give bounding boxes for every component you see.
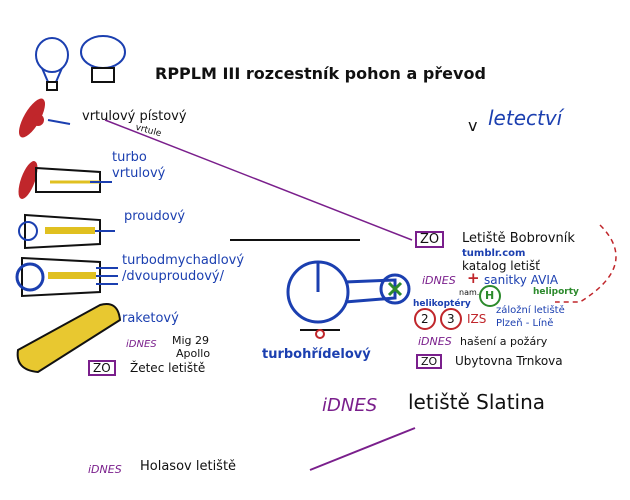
turbojet-icon bbox=[18, 213, 115, 250]
ubytovna-label: Ubytovna Trnkova bbox=[455, 354, 563, 368]
piston-propeller-icon bbox=[19, 98, 71, 138]
katalog-label: katalog letišť bbox=[462, 259, 540, 273]
slatina-label: letiště Slatina bbox=[408, 390, 546, 414]
izs-label: IZS bbox=[467, 312, 487, 326]
plzen-line-label: Plzeň - Líně bbox=[496, 318, 554, 329]
heliport-circle bbox=[479, 285, 501, 307]
izs-number-2: 2 bbox=[421, 312, 429, 326]
sanitky-label: sanitky AVIA bbox=[484, 273, 559, 287]
page-title: RPPLM III rozcestník pohon a převod bbox=[155, 64, 486, 83]
izs-circle-2 bbox=[414, 308, 436, 330]
rocket-note-mig: Mig 29 bbox=[172, 334, 210, 347]
engine-turbofan-label: turbodmychadlový /dvouproudový/ bbox=[122, 253, 245, 284]
holasov-label: Holasov letiště bbox=[140, 459, 237, 474]
helicopter-icon bbox=[230, 239, 411, 339]
rocket-source[interactable]: iDNES bbox=[126, 339, 157, 350]
zetec-badge[interactable]: ZO bbox=[88, 360, 116, 376]
turboprop-icon bbox=[18, 161, 112, 199]
title-accent: letectví bbox=[488, 106, 563, 130]
arrow-vrtule-to-bobrovnik bbox=[104, 119, 413, 241]
arrow-to-slatina bbox=[309, 427, 416, 471]
ubytovna-badge[interactable]: ZO bbox=[416, 354, 443, 369]
airship-icon bbox=[80, 35, 126, 83]
title-suffix: v bbox=[468, 116, 478, 135]
bobrovnik-badge[interactable]: ZO bbox=[415, 231, 445, 248]
dashed-arrow-heliporty bbox=[555, 224, 617, 303]
bobrovnik-label: Letiště Bobrovník bbox=[462, 231, 575, 246]
sanitky-source[interactable]: iDNES bbox=[422, 274, 456, 287]
haseni-label: hašení a požáry bbox=[460, 335, 548, 348]
nam-label: nam. bbox=[459, 288, 480, 297]
slatina-source[interactable]: iDNES bbox=[322, 395, 378, 416]
tumblr-link[interactable]: tumblr.com bbox=[462, 248, 526, 259]
izs-number-3: 3 bbox=[447, 312, 455, 326]
engine-piston-label: vrtulový pístový bbox=[82, 109, 187, 124]
plus-icon: + bbox=[467, 269, 480, 287]
engine-rocket-label: raketový bbox=[122, 311, 179, 326]
engine-turboprop-label: turbo vrtulový bbox=[112, 150, 166, 181]
vrtulniky-label: helikoptéry bbox=[413, 299, 471, 309]
zalozni-label: záložní letiště bbox=[496, 305, 565, 316]
engine-turbojet-label: proudový bbox=[124, 209, 186, 224]
rocket-icon bbox=[16, 303, 122, 374]
heliport-icon: H bbox=[485, 289, 495, 302]
haseni-source[interactable]: iDNES bbox=[418, 335, 452, 348]
holasov-source[interactable]: iDNES bbox=[88, 463, 122, 476]
izs-circle-3 bbox=[440, 308, 462, 330]
rocket-note-apollo: Apollo bbox=[176, 347, 211, 360]
helicopter-label: turbohřídelový bbox=[262, 347, 371, 362]
zetec-label: Žetec letiště bbox=[130, 361, 206, 375]
balloon-icon bbox=[35, 37, 69, 91]
turbofan-icon bbox=[15, 256, 118, 298]
heliporty-label: heliporty bbox=[533, 287, 579, 297]
